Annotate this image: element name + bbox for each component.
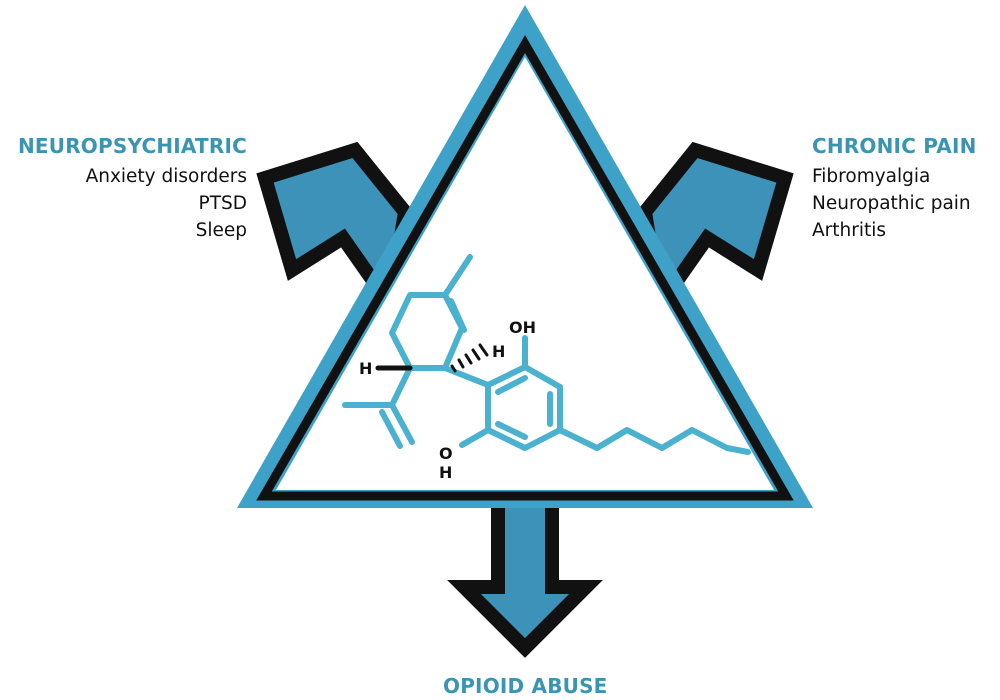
molecule-label-h-bottom: H — [439, 463, 452, 482]
neuropsychiatric-heading: NEUROPSYCHIATRIC — [17, 134, 247, 158]
chronic-pain-list: Fibromyalgia Neuropathic pain Arthritis — [812, 163, 971, 244]
arrow-down-icon — [447, 483, 603, 658]
list-item: Arthritis — [812, 220, 887, 241]
molecule-label-h-right: H — [492, 342, 505, 361]
list-item: PTSD — [198, 193, 247, 214]
opioid-abuse-heading: OPIOID ABUSE — [443, 674, 608, 698]
molecule-label-h-left: H — [359, 359, 372, 378]
cannabidiol-molecule-icon — [342, 254, 751, 455]
chronic-pain-heading: CHRONIC PAIN — [812, 134, 977, 158]
list-item: Neuropathic pain — [812, 193, 971, 214]
list-item: Anxiety disorders — [85, 166, 247, 187]
molecule-label-oh-top: OH — [509, 318, 536, 337]
neuropsychiatric-list: Anxiety disorders PTSD Sleep — [86, 163, 247, 244]
molecule-label-o-bottom: O — [439, 444, 453, 463]
list-item: Fibromyalgia — [812, 166, 931, 187]
list-item: Sleep — [195, 220, 247, 241]
